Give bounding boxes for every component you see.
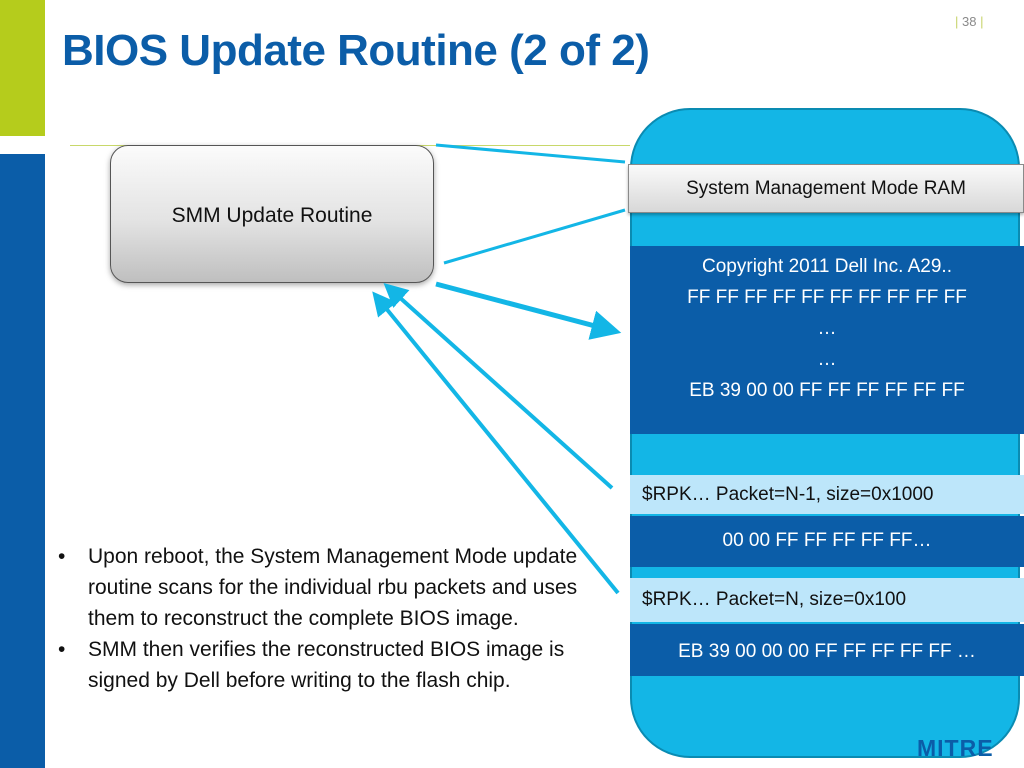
- connector-line-top: [435, 143, 626, 164]
- accent-bar-green: [0, 0, 45, 136]
- packet-n-minus-1-data: 00 00 FF FF FF FF FF…: [630, 516, 1024, 567]
- smm-ram-label: System Management Mode RAM: [628, 164, 1024, 213]
- slide-title: BIOS Update Routine (2 of 2): [62, 26, 650, 75]
- bios-line: …: [817, 349, 837, 370]
- bios-line: FF FF FF FF FF FF FF FF FF FF: [687, 287, 967, 308]
- smm-update-routine-label: SMM Update Routine: [171, 204, 373, 227]
- scan-arrow-packet-n: [372, 291, 620, 595]
- bios-image-block: Copyright 2011 Dell Inc. A29.. FF FF FF …: [630, 246, 1024, 434]
- connector-line-bottom: [443, 208, 626, 265]
- slide-number-value: 38: [962, 14, 977, 29]
- packet-n-minus-1-label: $RPK… Packet=N-1, size=0x1000: [630, 475, 1024, 514]
- bullet-item: • Upon reboot, the System Management Mod…: [58, 541, 578, 634]
- packet-n-label: $RPK… Packet=N, size=0x100: [630, 578, 1024, 622]
- packet-n-data: EB 39 00 00 00 FF FF FF FF FF …: [630, 624, 1024, 676]
- bullet-item: • SMM then verifies the reconstructed BI…: [58, 634, 578, 696]
- bios-line: Copyright 2011 Dell Inc. A29..: [702, 256, 952, 277]
- accent-bar-blue: [0, 154, 45, 768]
- bullet-list: • Upon reboot, the System Management Mod…: [58, 541, 578, 696]
- bullet-marker: •: [58, 638, 66, 661]
- bios-line: EB 39 00 00 FF FF FF FF FF FF: [689, 380, 965, 401]
- slide-number: | 38 |: [955, 14, 984, 29]
- write-arrow: [435, 281, 622, 340]
- bios-line: …: [817, 318, 837, 339]
- smm-update-routine-box: SMM Update Routine: [110, 145, 434, 283]
- scan-arrow-packet-n-minus-1: [383, 282, 614, 490]
- bullet-marker: •: [58, 545, 66, 568]
- mitre-logo: MITRE: [917, 735, 994, 761]
